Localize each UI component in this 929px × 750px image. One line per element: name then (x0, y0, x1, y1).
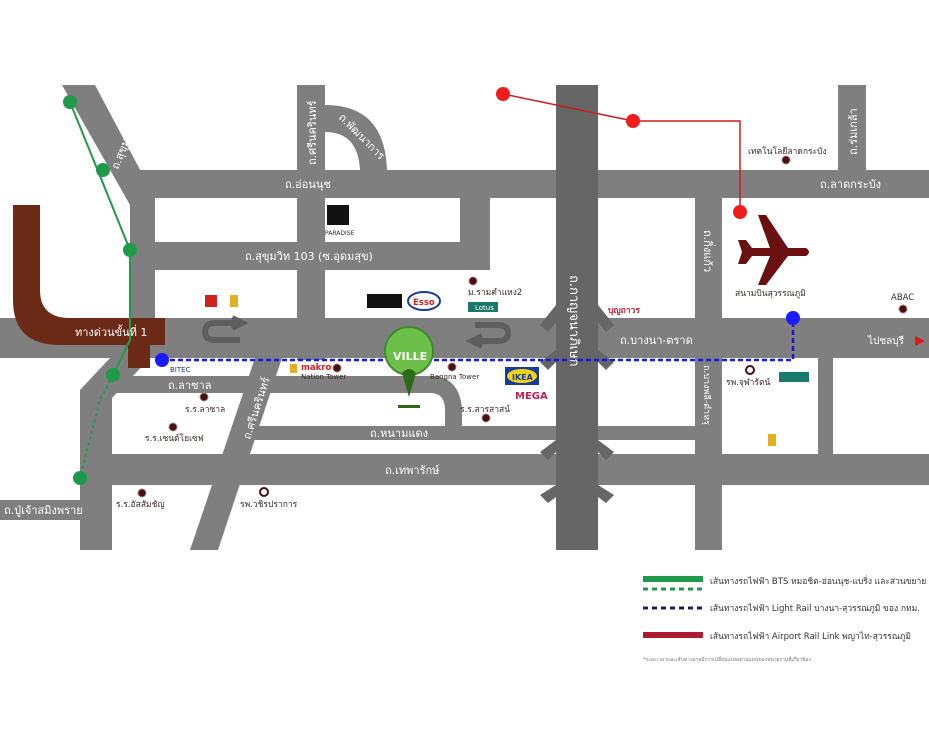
light-rail-line (155, 311, 800, 367)
poi-kmitl: เทคโนโลยีลาดกระบัง (748, 146, 827, 157)
road-ramkhamhaeng2 (460, 198, 490, 270)
project-name: VILLE (393, 350, 427, 363)
map-legend: เส้นทางรถไฟฟ้า BTS หมอชิต-อ่อนนุช-แบริ่ง… (643, 575, 926, 663)
airplane-icon (738, 215, 809, 285)
light-rail-station (155, 353, 169, 367)
label-romklao: ถ.ร่มเกล้า (847, 108, 860, 155)
legend-light-rail: เส้นทางรถไฟฟ้า Light Rail บางนา-สุวรรณภู… (710, 603, 920, 614)
bts-station (106, 368, 120, 382)
road-kanchanaphisek (556, 85, 598, 550)
expressway-line (13, 205, 165, 368)
road-srinakarin-north (297, 85, 325, 360)
poi-lasalle-school: ร.ร.ลาซาล (185, 405, 225, 415)
poi-ikea: IKEA (512, 373, 534, 382)
poi-boonthavorn: บุญถาวร (608, 306, 640, 316)
road-onnut-ladkrabang (130, 170, 929, 198)
road-right-connector (818, 358, 833, 458)
poi-paradise: PARADISE (325, 230, 355, 237)
poi-st-joseph: ร.ร.เซนต์โยเซฟ (145, 433, 204, 444)
road-sukhumvit (62, 85, 155, 330)
label-expressway: ทางด่วนขั้นที่ 1 (75, 324, 147, 339)
label-sukhumvit103: ถ.สุขุมวิท 103 (ซ.อุดมสุข) (245, 250, 373, 263)
road-sukhumvit-south (80, 358, 150, 550)
poi-chularat: รพ.จุฬารัตน์ (726, 377, 771, 388)
poi-markers: ร.ร.ลาซาล ร.ร.เซนต์โยเซฟ ร.ร.อัสสัมชัญ ร… (116, 146, 914, 510)
label-ladkrabang: ถ.ลาดกระบัง (820, 178, 881, 191)
label-lasalle: ถ.ลาซาล (168, 379, 211, 392)
legend-airport-link: เส้นทางรถไฟฟ้า Airport Rail Link พญาไท-ส… (710, 631, 911, 642)
poi-esso: Esso (413, 298, 435, 308)
light-rail-station (786, 311, 800, 325)
poi-lotus: Lotus (475, 304, 494, 312)
poi-airport: สนามบินสุวรรณภูมิ (735, 289, 806, 299)
label-to-chonburi: ไปชลบุรี (867, 335, 905, 347)
airport-link-line (496, 87, 747, 219)
poi-mega: MEGA (515, 391, 548, 402)
poi-assumption: ร.ร.อัสสัมชัญ (116, 500, 165, 510)
legend-bts: เส้นทางรถไฟฟ้า BTS หมอชิต-อ่อนนุช-แบริ่ง… (710, 575, 926, 587)
label-kanchanaphisek: ถ.กาญจนาภิเษก (566, 275, 581, 367)
poi-bitec: BITEC (170, 366, 191, 374)
u-turn-icon (201, 315, 249, 343)
poi-abac: ABAC (891, 293, 914, 303)
bts-station (123, 243, 137, 257)
road-lasalle-curve (430, 376, 462, 440)
label-bangna-trad: ถ.บางนา-ตราด (620, 334, 693, 347)
poi-nation-tower: Nation Tower (301, 373, 347, 381)
road-pattanakarn (325, 105, 387, 170)
legend-note: *ระยะเวลาและเส้นทางอาจมีการเปลี่ยนแปลงตา… (643, 656, 811, 663)
poi-hospital-south: รพ.วชิรปราการ (240, 500, 298, 510)
label-bangphli: ถ.บางพลี-ตำหรุ (701, 365, 712, 425)
road-namdaeng (255, 426, 700, 440)
poi-ramkhamhaeng2: ม.รามคำแหง2 (468, 288, 522, 298)
label-theparak: ถ.เทพารักษ์ (385, 464, 440, 477)
poi-bangna-tower: Bangna Tower (430, 373, 479, 381)
project-location-pin: VILLE (384, 326, 434, 408)
arrow-right-icon (915, 336, 925, 346)
bts-station (96, 163, 110, 177)
label-pujaosamingprai: ถ.ปู่เจ้าสมิงพราย (4, 504, 83, 517)
road-romklao (838, 85, 866, 175)
u-turn-icon (465, 322, 512, 349)
label-kingkaew: ถ.กิ่งแก้ว (701, 230, 716, 272)
road-srinakarin-south (190, 358, 282, 550)
road-kingkaew (695, 198, 722, 550)
label-srinakarin-north: ถ.ศรีนครินทร์ (306, 100, 319, 165)
bts-station (73, 471, 87, 485)
label-onnut: ถ.อ่อนนุช (285, 178, 331, 191)
poi-sarasas: ร.ร.สารสาสน์ (460, 404, 510, 415)
airport-link-station (733, 205, 747, 219)
airport-link-station (496, 87, 510, 101)
road-lasalle (110, 376, 440, 393)
label-namdaeng: ถ.หนามแดง (370, 427, 428, 440)
airport-link-station (626, 114, 640, 128)
poi-esso-logo (407, 291, 441, 311)
bts-line (63, 95, 137, 485)
bts-station (63, 95, 77, 109)
poi-makro: makro (301, 363, 331, 373)
